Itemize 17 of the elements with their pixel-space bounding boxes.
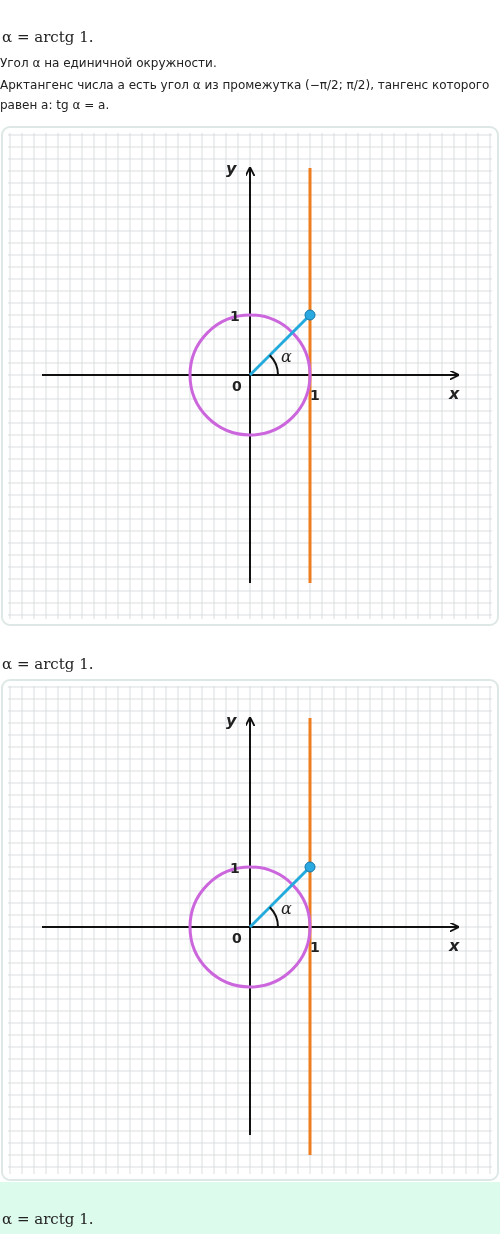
axis-label: x — [449, 936, 460, 955]
origin-label: 0 — [232, 930, 242, 946]
paragraph: Арктангенс числа a есть угол α из промежутка (−π/2; π/2), тангенс которого равен a: tg α = a. — [0, 77, 490, 114]
angle-label: α — [281, 347, 292, 366]
formula-text: α = arctg 1. — [2, 655, 94, 673]
angle-label: α — [281, 899, 292, 918]
formula-text: α = arctg 1. — [2, 28, 94, 46]
text-line: Угол α на единичной окружности. — [0, 55, 217, 72]
axis-label: y — [226, 711, 237, 730]
tick-label: 1 — [310, 387, 320, 403]
tick-label: 1 — [310, 939, 320, 955]
formula-text: α = arctg 1. — [2, 1210, 94, 1228]
tick-label: 1 — [230, 860, 240, 876]
axis-label: y — [226, 159, 237, 178]
origin-label: 0 — [232, 378, 242, 394]
axis-label: x — [449, 384, 460, 403]
tick-label: 1 — [230, 308, 240, 324]
